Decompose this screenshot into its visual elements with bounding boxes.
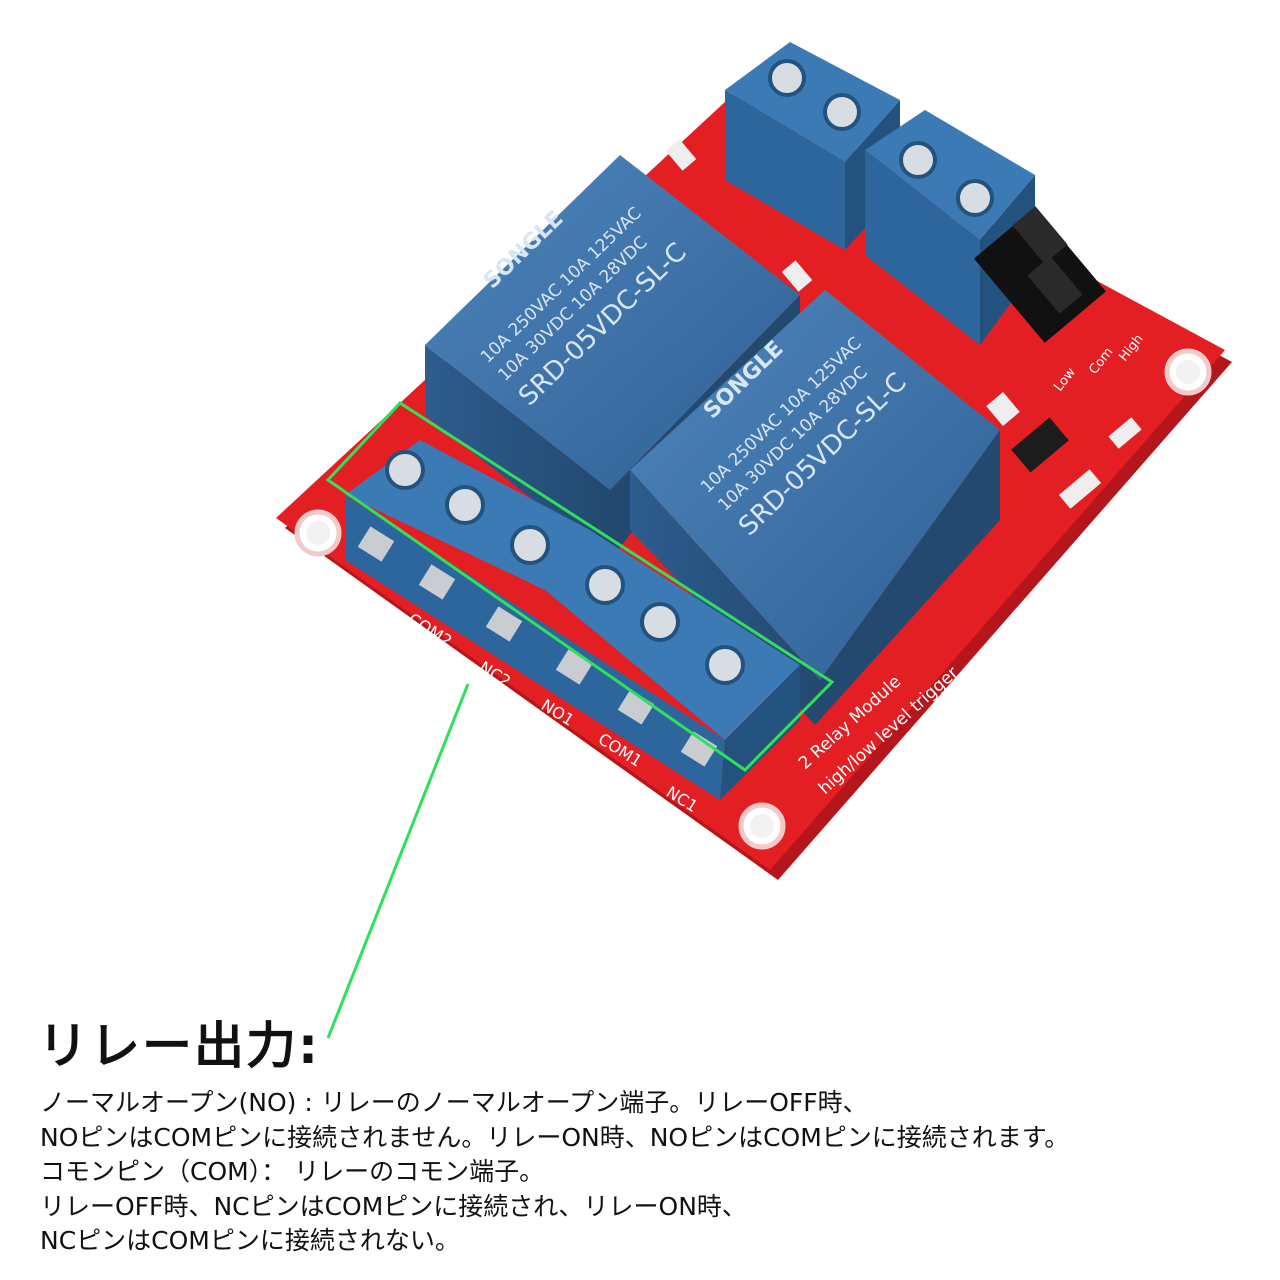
output-terminal-block (345, 440, 800, 800)
description: ノーマルオープン(NO) : リレーのノーマルオープン端子。リレーOFF時、 N… (40, 1086, 1260, 1259)
description-line: コモンピン（COM）： リレーのコモン端子。 (40, 1157, 545, 1186)
output-highlight (325, 401, 835, 1039)
jumper-pins (974, 206, 1106, 343)
description-line: NOピンはCOMピンに接続されません。リレーON時、NOピンはCOMピンに接続さ… (40, 1122, 1070, 1152)
section-title: リレー出力: (38, 1017, 320, 1075)
description-line: ノーマルオープン(NO) : リレーのノーマルオープン端子。リレーOFF時、 (40, 1088, 868, 1117)
description-line: リレーOFF時、NCピンはCOMピンに接続され、リレーON時、 (40, 1191, 747, 1221)
screw-terminals (385, 450, 745, 685)
description-line: NCピンはCOMピンに接続されない。 (40, 1226, 460, 1255)
input-terminal-block (725, 42, 1035, 345)
